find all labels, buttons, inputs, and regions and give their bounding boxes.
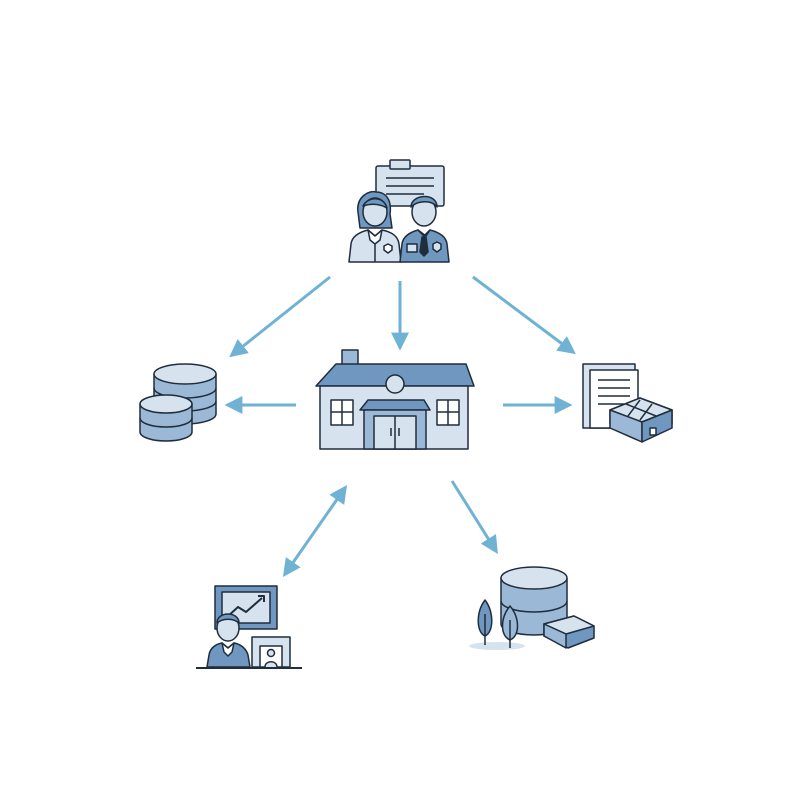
staff-with-clipboard-icon [348,159,450,263]
arrow-school-analyst-bidirectional [282,485,348,577]
arrow-school-to-environment [450,480,498,555]
database-with-trees-icon [469,566,595,650]
arrow-staff-to-records [472,275,576,355]
arrow-staff-to-databases [229,275,331,358]
stacked-databases-icon [139,363,217,442]
school-building-icon [315,349,475,450]
connector-arrows [224,275,576,577]
analyst-at-chart-board-icon [196,585,302,669]
documents-and-storage-box-icon [582,363,673,443]
